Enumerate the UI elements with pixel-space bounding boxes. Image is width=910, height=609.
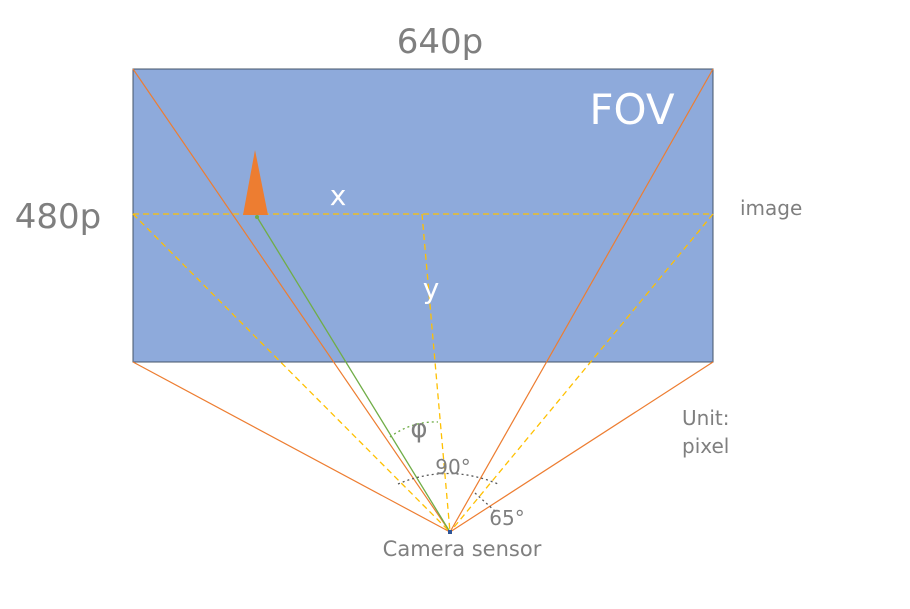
camera-sensor-label: Camera sensor bbox=[383, 537, 542, 561]
unit-label-line2: pixel bbox=[682, 434, 729, 458]
object-marker bbox=[243, 150, 268, 215]
unit-label-line1: Unit: bbox=[682, 406, 729, 430]
fov-edge-left-inner bbox=[132, 68, 451, 533]
image-right-ray bbox=[449, 213, 714, 533]
width-label: 640p bbox=[397, 22, 483, 62]
fov-edge-right-inner bbox=[449, 68, 714, 533]
fov-rectangle bbox=[132, 68, 714, 363]
image-label: image bbox=[740, 196, 802, 220]
object-point bbox=[255, 215, 259, 219]
y-label: y bbox=[423, 272, 440, 305]
object-ray bbox=[256, 216, 451, 533]
center-axis-ray bbox=[421, 213, 451, 533]
fov-boundary-lines bbox=[132, 68, 714, 533]
height-label: 480p bbox=[15, 197, 101, 237]
x-label: x bbox=[330, 179, 347, 212]
camera-sensor-dot bbox=[448, 530, 452, 534]
fov-edge-left-outer bbox=[132, 361, 451, 533]
angle-90-label: 90° bbox=[435, 455, 470, 479]
angle-65-label: 65° bbox=[489, 506, 524, 530]
image-plane-dashes bbox=[132, 213, 714, 533]
fov-edge-right-outer bbox=[449, 361, 714, 533]
image-left-ray bbox=[132, 213, 451, 533]
fov-label: FOV bbox=[589, 85, 674, 134]
angle-90-arc bbox=[397, 472, 499, 485]
phi-label: φ bbox=[410, 414, 427, 444]
phi-arc bbox=[389, 421, 439, 438]
